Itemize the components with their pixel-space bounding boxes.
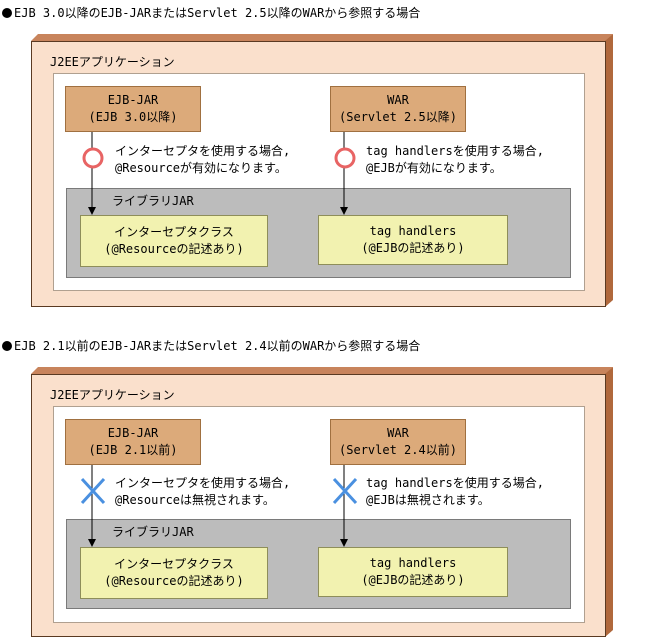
- ejb-jar-box: EJB-JAR (EJB 3.0以降): [65, 86, 201, 132]
- section-heading: EJB 2.1以前のEJB-JARまたはServlet 2.4以前のWARから参…: [2, 337, 420, 354]
- app-box-top-face: [31, 367, 613, 374]
- bullet-icon: [2, 341, 12, 351]
- circle-icon: [82, 147, 104, 169]
- ejb-jar-box: EJB-JAR (EJB 2.1以前): [65, 419, 201, 465]
- cross-icon: [332, 477, 358, 505]
- tag-handlers-box: tag handlers (@EJBの記述あり): [318, 547, 508, 597]
- circle-icon: [334, 147, 356, 169]
- war-box: WAR (Servlet 2.4以前): [330, 419, 466, 465]
- cross-icon: [80, 477, 106, 505]
- app-title: J2EEアプリケーション: [50, 388, 175, 402]
- ejb-note: インターセプタを使用する場合, @Resourceが有効になります。: [115, 144, 291, 175]
- app-box-right-face: [605, 367, 613, 637]
- app-box-top-face: [31, 34, 613, 41]
- library-jar-title: ライブラリJAR: [112, 525, 194, 539]
- war-box: WAR (Servlet 2.5以降): [330, 86, 466, 132]
- war-version: (Servlet 2.5以降): [339, 110, 457, 124]
- bullet-icon: [2, 8, 12, 18]
- war-label: WAR: [387, 93, 409, 107]
- app-title: J2EEアプリケーション: [50, 55, 175, 69]
- tag-handlers-box: tag handlers (@EJBの記述あり): [318, 215, 508, 265]
- interceptor-class-box: インターセプタクラス (@Resourceの記述あり): [80, 547, 268, 599]
- ejb-jar-version: (EJB 2.1以前): [88, 443, 178, 457]
- ejb-note: インターセプタを使用する場合, @Resourceは無視されます。: [115, 476, 291, 507]
- war-note: tag handlersを使用する場合, @EJBが有効になります。: [366, 144, 544, 175]
- war-version: (Servlet 2.4以前): [339, 443, 457, 457]
- app-box-right-face: [605, 34, 613, 307]
- interceptor-class-box: インターセプタクラス (@Resourceの記述あり): [80, 215, 268, 267]
- library-jar-title: ライブラリJAR: [112, 194, 194, 208]
- war-label: WAR: [387, 426, 409, 440]
- section-heading: EJB 3.0以降のEJB-JARまたはServlet 2.5以降のWARから参…: [2, 4, 420, 21]
- war-note: tag handlersを使用する場合, @EJBは無視されます。: [366, 476, 544, 507]
- ejb-jar-version: (EJB 3.0以降): [88, 110, 178, 124]
- ejb-jar-label: EJB-JAR: [107, 93, 159, 107]
- ejb-jar-label: EJB-JAR: [107, 426, 159, 440]
